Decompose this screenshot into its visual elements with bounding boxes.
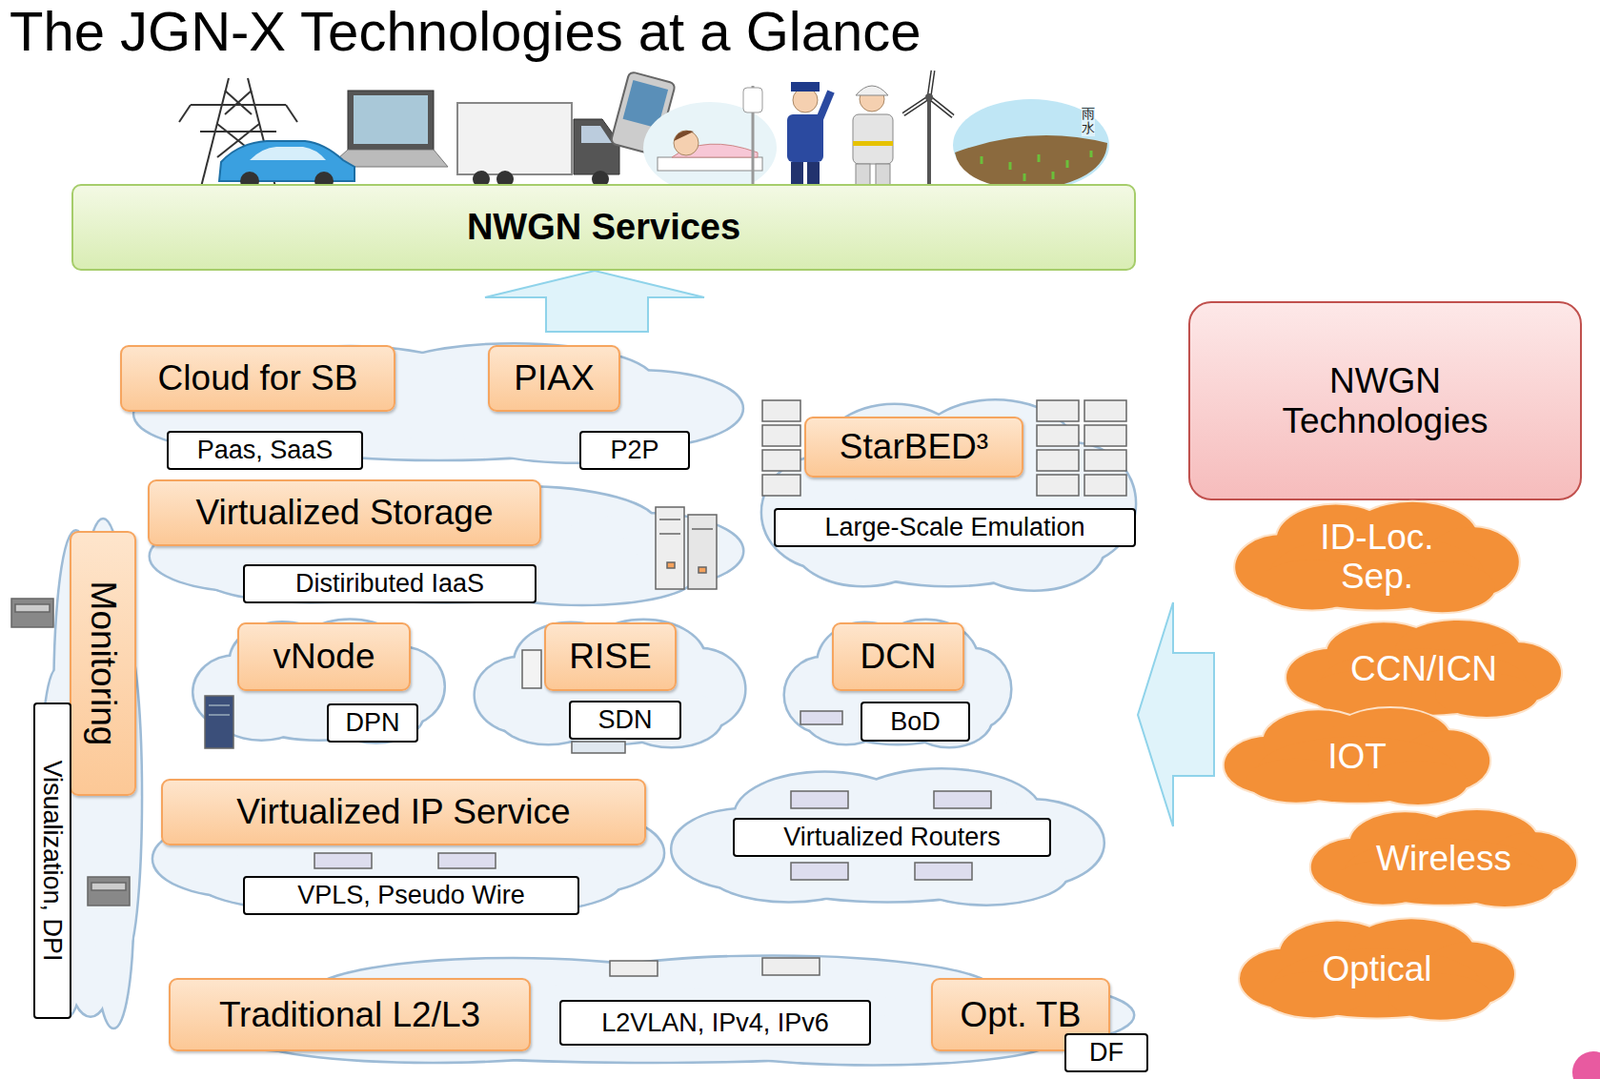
tag-label: DF [1089,1037,1124,1067]
box-label: Opt. TB [960,994,1082,1034]
feature-tag: SDN [568,700,682,740]
feature-tag: VPLS, Pseudo Wire [243,875,580,915]
tag-label: SDN [597,705,652,734]
tag-label: L2VLAN, IPv4, IPv6 [601,1008,830,1037]
box-label: DCN [859,636,936,676]
feature-tag: Visualization, DPI [33,702,72,1019]
cloud-label: CCN/ICN [1350,648,1498,689]
illustration-label: 雨水 [1081,106,1095,137]
tag-label: Paas, SaaS [197,435,334,465]
cloud-label: IOT [1327,736,1387,776]
services-band: NWGN Services [71,183,1136,271]
cloud-label: Wireless [1376,838,1512,878]
technology-cloud: CCN/ICN [1280,613,1567,724]
feature-tag: Distiributed IaaS [243,564,537,604]
police-officer [787,81,831,191]
feature-tag: DF [1064,1032,1149,1073]
wind-turbine [903,70,953,191]
tag-label: P2P [609,435,659,465]
cloud-label: ID-Loc. Sep. [1291,517,1463,597]
farm-field [952,99,1110,191]
technology-box: StarBED³ [804,416,1024,478]
monitoring-box: Monitoring [69,530,137,796]
technology-box: RISE [544,622,677,691]
technologies-panel: NWGN Technologies [1188,301,1582,501]
firefighter [852,85,893,191]
feature-tag: Large-Scale Emulation [773,507,1136,547]
technology-box: PIAX [487,344,621,412]
box-label: Virtualized Storage [196,492,494,532]
up-arrow [485,270,705,332]
logo-mark [1572,1051,1600,1079]
box-label: PIAX [513,358,594,398]
technology-box: Virtualized Storage [147,479,542,547]
technology-cloud: Wireless [1305,803,1582,913]
technology-box: vNode [237,622,411,691]
tag-label: Visualization, DPI [38,759,67,961]
box-label: RISE [568,636,651,676]
feature-tag: L2VLAN, IPv4, IPv6 [559,999,871,1046]
technology-box: Traditional L2/L3 [168,977,531,1052]
feature-tag: Paas, SaaS [166,430,364,470]
box-label: Monitoring [82,581,122,747]
network-clouds [40,344,1135,1064]
box-label: Traditional L2/L3 [219,994,481,1034]
technology-cloud: IOT [1218,701,1496,811]
patient [643,85,777,194]
left-arrow [1137,602,1215,827]
equipment-icons [11,400,1127,976]
laptop [328,90,448,167]
tag-label: Virtualized Routers [783,822,1001,851]
cloud-label: Optical [1321,949,1432,989]
tag-label: VPLS, Pseudo Wire [297,880,526,910]
technology-cloud: Optical [1234,911,1520,1027]
box-label: vNode [273,636,376,676]
panel-label: NWGN Technologies [1261,361,1510,441]
feature-tag: DPN [326,703,419,743]
technology-cloud: ID-Loc. Sep. [1229,494,1525,620]
feature-tag: Virtualized Routers [732,817,1052,857]
truck [457,102,620,188]
technology-box: Cloud for SB [120,344,396,412]
technology-box: DCN [831,622,965,691]
box-label: Cloud for SB [158,358,359,398]
tag-label: Distiributed IaaS [295,568,485,598]
tag-label: DPN [344,708,400,737]
feature-tag: BoD [860,701,971,742]
tag-label: Large-Scale Emulation [824,512,1085,542]
band-label: NWGN Services [466,206,741,248]
technology-box: Virtualized IP Service [161,778,647,846]
tag-label: BoD [890,707,941,736]
box-label: StarBED³ [839,426,989,466]
box-label: Virtualized IP Service [236,791,570,831]
feature-tag: P2P [579,430,690,470]
diagram-title: The JGN-X Technologies at a Glance [9,0,921,63]
